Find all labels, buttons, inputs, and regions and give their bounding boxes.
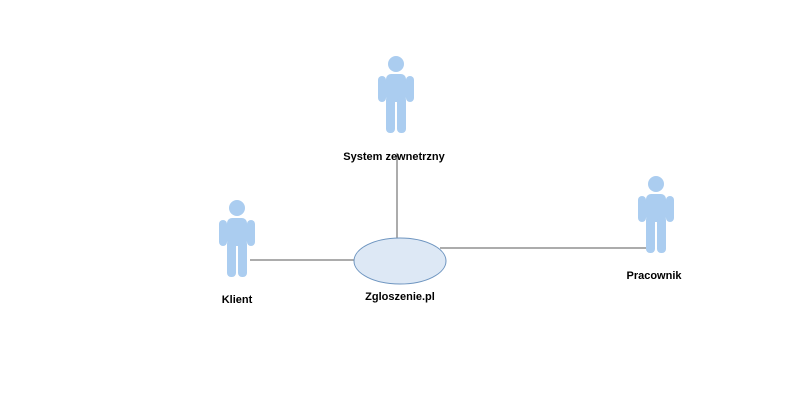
actor-label-klient: Klient [222,294,253,306]
actor-klient[interactable]: Klient [219,200,255,306]
use-case-zgloszenie[interactable]: Zgloszenie.pl [353,237,447,303]
actor-pracownik[interactable]: Pracownik [626,176,682,282]
person-icon [219,200,255,277]
person-icon [378,56,414,133]
use-case-ellipse [353,237,447,285]
use-case-label: Zgloszenie.pl [365,291,435,303]
person-icon [638,176,674,253]
actor-label-system: System zewnetrzny [343,151,445,163]
actor-system-zewnetrzny[interactable]: System zewnetrzny [343,56,446,163]
actor-label-pracownik: Pracownik [626,270,682,282]
